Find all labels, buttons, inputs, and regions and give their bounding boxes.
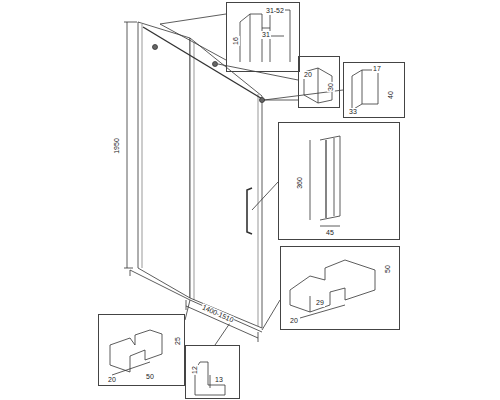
detail-inset: 2030: [298, 56, 340, 108]
dimension-text: 33: [348, 108, 358, 116]
dimension-text: 12: [191, 365, 199, 375]
dimension-text: 30: [327, 82, 335, 92]
dimension-text: 25: [174, 336, 182, 346]
dimension-label: 1950: [113, 137, 121, 155]
dimension-text: 29: [315, 299, 325, 307]
detail-inset: 25 20 50: [98, 314, 185, 386]
detail-inset: 12 13: [185, 345, 240, 399]
dimension-text: 31-52: [265, 7, 285, 15]
detail-inset: 20 29 50: [280, 246, 400, 330]
dimension-text: 17: [372, 65, 382, 73]
detail-inset: 17 40 33: [343, 62, 405, 118]
detail-inset: 360 45: [278, 122, 400, 240]
detail-inset: 16 31-52 31: [226, 2, 300, 72]
dimension-text: 50: [384, 264, 392, 274]
dimension-text: 13: [214, 376, 224, 384]
dimension-text: 40: [387, 90, 395, 100]
dimension-text: 20: [107, 376, 117, 384]
dimension-text: 20: [289, 317, 299, 325]
dimension-text: 16: [232, 36, 240, 46]
dimension-text: 20: [303, 71, 313, 79]
dimension-text: 31: [261, 31, 271, 39]
dimension-text: 360: [296, 176, 304, 190]
dimension-text: 45: [325, 229, 335, 237]
dimension-text: 50: [145, 373, 155, 381]
